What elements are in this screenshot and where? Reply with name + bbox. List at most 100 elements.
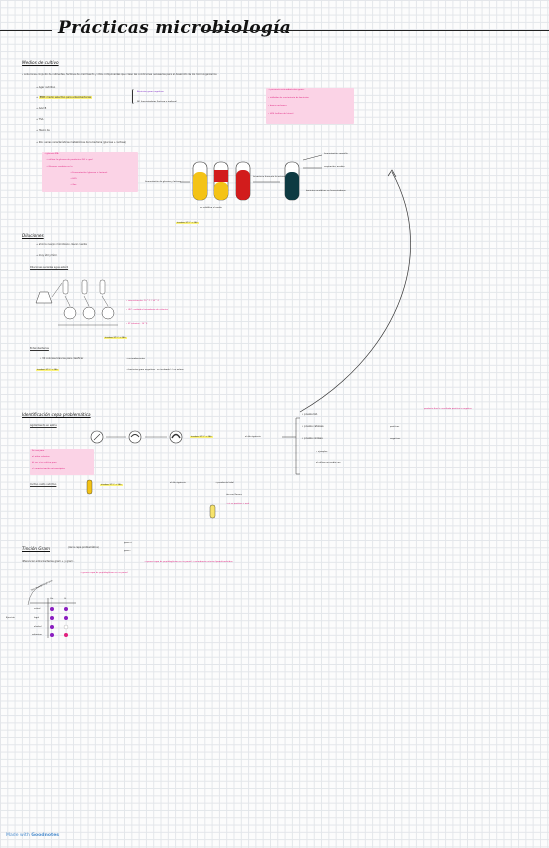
medios-item-6-label: KIA: varias características metabólicas … xyxy=(38,141,127,144)
gram-header-gp: G+ xyxy=(50,598,54,600)
emb-brace xyxy=(132,89,136,104)
medios-item-1: → Agar nutritivo xyxy=(36,86,56,89)
medios-item-5: → Hierro de xyxy=(36,129,50,132)
ident-small-1: • ejemplos xyxy=(316,451,328,453)
dil-pink-2: • UFC: unidades formadoras de colonias xyxy=(126,309,168,311)
kia-pink-box xyxy=(42,152,138,192)
tube-label-2: se solidifica el medio xyxy=(200,207,222,209)
tube-label-5: respiración: acrobia xyxy=(324,166,345,168)
emb-note-2: NO fermentadoras (lactosa o maltosa) xyxy=(137,101,177,103)
tincion-sub: (de la cepa problemática) xyxy=(68,546,99,549)
tincion-opt-1: gram + xyxy=(124,542,132,544)
ident-below-3: tira con Kovacs xyxy=(226,494,242,496)
dil-item-1: → ahorra cuerpo microbiano, llevar cuent… xyxy=(36,243,87,246)
medios-intro: • soluciones conjunto de nutrientes, fac… xyxy=(22,73,217,76)
page-title: Prácticas microbiología xyxy=(58,18,292,38)
tube-red xyxy=(235,161,251,201)
dil-lab-text: incubar 37°C → 24h xyxy=(104,337,127,339)
ident-incubar-2: incubar 37°C → 24h xyxy=(100,484,123,486)
dil-branch-1: → enterobacterias xyxy=(126,358,145,360)
ident-incubar-1: incubar 37°C → 24h xyxy=(190,436,213,438)
tube-label-1: fermentación de glucosa y lactosa xyxy=(145,181,181,183)
medios-item-2-label: EMB: medio selectivo para enterobacteria… xyxy=(38,96,93,99)
tube-label-4: fermentación: amarillo xyxy=(324,153,348,155)
ident-below-2: → prueba de Indol xyxy=(215,482,234,484)
medios-item-3: → Azul B xyxy=(36,107,47,110)
kia-note-5: → H2S xyxy=(70,178,77,180)
tincion-pink2: → gruesa capa de peptidoglicano en su pa… xyxy=(80,572,128,574)
ident-branch-2: • prueba catalasa xyxy=(302,425,324,428)
tincion-pink1: → gruesa capa de peptidoglicano en su pa… xyxy=(144,561,233,563)
dil-incubar-text: incubar 37°C → 24h xyxy=(36,369,59,371)
ident-below-1: al día siguiente xyxy=(170,482,186,484)
kia-note-2: → utilizar la glucosa de productos (H2 +… xyxy=(46,159,93,161)
ident-below-4: → si es positivo → azul xyxy=(226,503,250,505)
tube-teal xyxy=(284,161,300,201)
dil-item-3: Diluciones seriadas agua estéril xyxy=(30,266,69,269)
ident-step2: Cultivo caldo nutritivo xyxy=(30,483,57,486)
medios-pink-box xyxy=(266,88,354,124)
dil-entero: Enterobacterias xyxy=(30,347,49,350)
ident-small-4: negativos xyxy=(390,438,401,440)
tube-label-6: bacterias aeróbicas no fermentadoras xyxy=(306,190,346,192)
medios-item-2: → EMB: medio selectivo para enterobacter… xyxy=(36,96,93,99)
heading-medios: Medios de cultivo xyxy=(22,60,59,65)
ident-small-2: al utilizar un medio con xyxy=(316,462,341,464)
kia-note-3: → Glucosa: cambios en la xyxy=(46,166,73,168)
dil-pink-3: • Nº colonias · 10^3 xyxy=(126,323,148,325)
medios-item-6: → KIA: varias características metabólica… xyxy=(36,141,127,144)
title-line-right xyxy=(203,30,549,31)
dil-item-2-label: muy útil y fácil xyxy=(38,254,57,257)
heading-diluciones: Diluciones xyxy=(22,233,44,238)
ident-pink-box xyxy=(30,449,94,475)
dil-branch-2-label: bacterias gram negativas · en incubado (… xyxy=(128,369,184,371)
title-line-left xyxy=(0,30,52,31)
kia-note-4: → Fermentación (glucosa + lactosa) xyxy=(70,172,108,174)
dil-pink-1: • concentración: 10^-1 / 10^-2 xyxy=(126,300,159,302)
heading-tincion: Tinción Gram xyxy=(22,546,50,551)
medios-item-4-label: TSA xyxy=(38,118,44,121)
ident-below-2-label: prueba de Indol xyxy=(217,482,234,484)
emb-note-1: Bacterias gram negativas xyxy=(137,91,164,93)
dil-incubar: incubar 37°C → 24h xyxy=(36,369,59,371)
medios-item-1-label: Agar nutritivo xyxy=(38,86,56,89)
ident-al-dia: al día siguiente xyxy=(245,436,261,438)
medios-pink-1: → presencia enterobacterias gram- xyxy=(268,89,305,91)
footer-brand: Made with Goodnotes xyxy=(6,833,59,838)
medios-item-5-label: Hierro de xyxy=(38,129,50,132)
medios-item-4: → TSA xyxy=(36,118,44,121)
ident-pink-4: c) caracterización microscópica xyxy=(32,468,65,470)
tube-incubar-text: incubar 37°C → 24h xyxy=(176,222,199,224)
ident-incubar-1-text: incubar 37°C → 24h xyxy=(190,436,213,438)
medios-pink-4: • H2S (sulfuro de hierro) xyxy=(268,113,294,115)
gram-row-2: lugol xyxy=(34,617,40,619)
gram-row-4: safranina xyxy=(32,634,42,636)
dil-branch-1-label: enterobacterias xyxy=(128,358,145,360)
dil-entero-note: • 30 colonias blancas para clasificar xyxy=(40,357,84,360)
dil-item-1-label: ahorra cuerpo microbiano, llevar cuenta xyxy=(38,243,87,246)
medios-pink-2: • inhibidor de crecimiento de bacterias xyxy=(268,97,309,99)
footer-goodnotes: Goodnotes xyxy=(31,833,60,838)
heading-identificacion: Identificación cepa problemática xyxy=(22,412,91,417)
ident-pink-1: Se usa para xyxy=(32,450,45,452)
ident-small-3: positivos xyxy=(390,426,400,428)
dil-branch-2: → bacterias gram negativas · en incubado… xyxy=(126,369,184,371)
gram-row-3: alcohol xyxy=(34,626,42,628)
ident-branch-1: • prueba KIA xyxy=(302,413,318,416)
gram-left-label: Ejercicio xyxy=(6,617,15,619)
ident-step1: Agotamiento en estría xyxy=(30,424,57,427)
tube-red-yellow xyxy=(213,161,229,201)
tube-incubar: incubar 37°C → 24h xyxy=(176,222,199,224)
medios-pink-3: • bases nucleares xyxy=(268,105,287,107)
ident-right-pink: producto final + resultado positivo o ne… xyxy=(424,408,472,410)
tincion-opt-2: gram - xyxy=(124,550,131,552)
ident-pink-2: a) aislar colonias xyxy=(32,456,50,458)
dil-lab: incubar 37°C → 24h xyxy=(104,337,127,339)
footer-made: Made with xyxy=(6,833,30,838)
kia-note-1: → glucosa KIA xyxy=(44,153,59,155)
ident-incubar-2-text: incubar 37°C → 24h xyxy=(100,484,123,486)
gram-header-gn: G- xyxy=(64,598,67,600)
ident-branch-3: • prueba oxidasa xyxy=(302,437,323,440)
kia-note-6: → Gas xyxy=(70,184,77,186)
